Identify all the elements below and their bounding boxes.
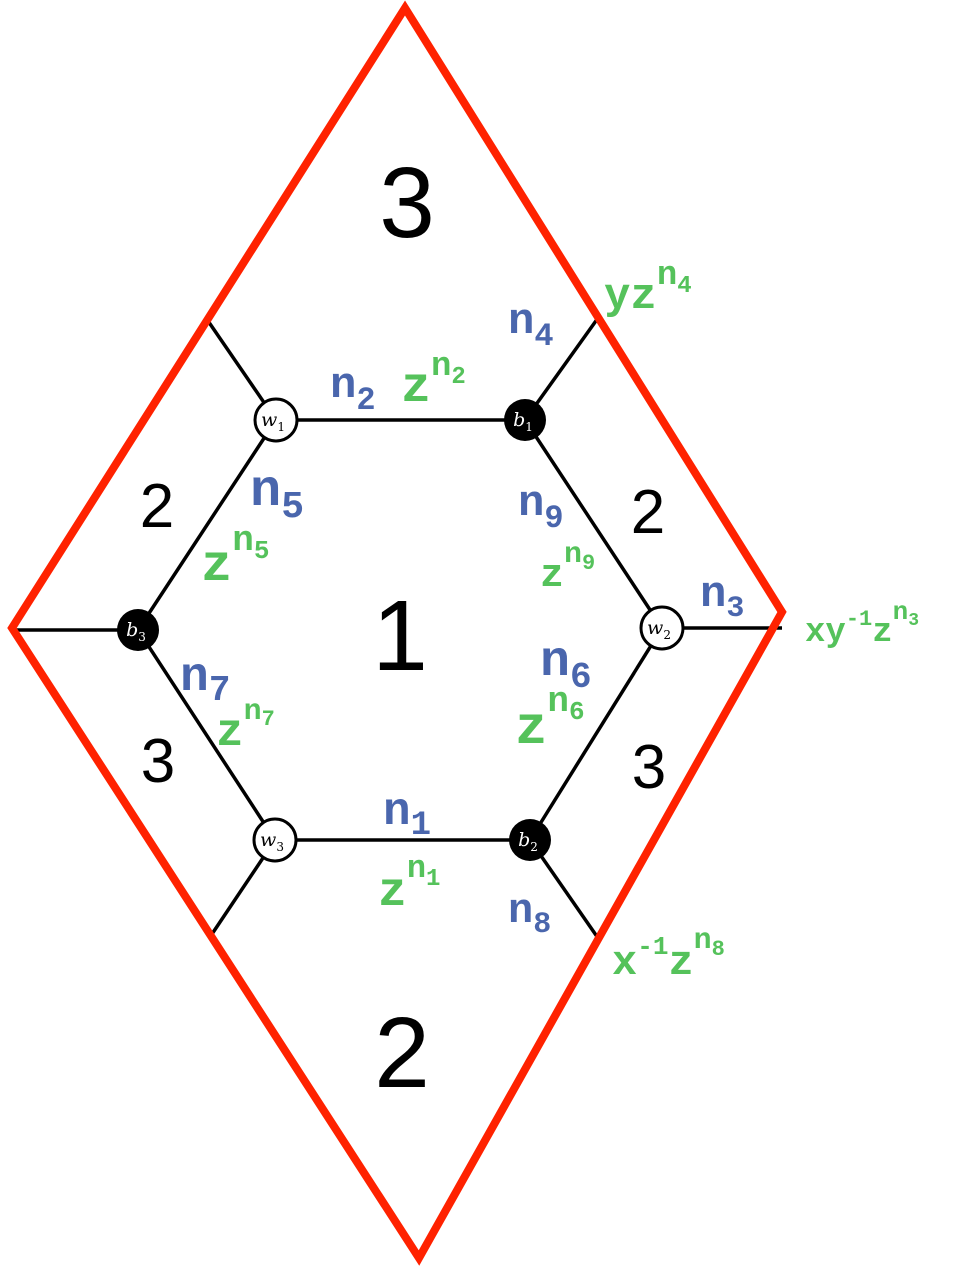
edge-w2-b2 [528,627,664,841]
edge-label-n1: n1 [383,786,431,845]
edge-weight-e7: zn7 [216,695,275,759]
node-w2: w2 [639,605,685,651]
edge-weight-e5: zn5 [201,520,269,596]
face-label-top: 3 [379,147,435,259]
fundamental-domain-boundary [7,0,787,1266]
face-label-center: 1 [372,580,428,692]
black-node-b3 [117,609,159,651]
graph-nodes: w1 b1 b3 w2 w3 b2 [117,397,685,863]
node-w3: w3 [252,817,298,863]
edge-b3-w3 [136,629,277,841]
edge-weight-e9: zn9 [540,538,595,599]
node-label-b2: b2 [518,829,538,854]
edge-label-n9: n9 [518,479,564,537]
edge-label-n4: n4 [508,297,554,355]
black-node-b2 [509,819,551,861]
face-label-right-lower: 3 [632,733,666,802]
edge-label-n6: n6 [540,634,592,698]
black-node-b1 [504,399,546,441]
edge-weight-e8: x-1zn8 [612,924,725,987]
face-labels: 3 1 2 3 2 3 2 [140,147,666,1109]
edge-label-n8: n8 [508,887,551,942]
face-label-right-upper: 2 [631,478,665,547]
edge-weight-e3: xy-1zn3 [805,597,919,652]
face-label-left-lower: 3 [141,727,175,796]
white-node-w3 [252,817,298,863]
node-label-w3: w3 [260,829,284,854]
edge-weights: zn2 yzn4 zn5 zn9 xy-1zn3 zn6 zn7 zn1 x-1… [201,257,919,987]
node-b1: b1 [504,399,546,441]
edge-label-n3: n3 [700,570,744,626]
edge-labels: n2 n4 n5 n9 n3 n6 n7 n1 n8 [180,297,744,942]
node-label-w1: w1 [261,409,285,434]
edge-weight-e4: yzn4 [604,257,692,322]
white-node-w1 [253,397,299,443]
node-b3: b3 [117,609,159,651]
node-label-w2: w2 [647,617,671,642]
edge-w1-b3 [136,419,278,631]
edge-weight-e2: zn2 [401,348,466,417]
node-w1: w1 [253,397,299,443]
face-label-bottom: 2 [374,997,430,1109]
white-node-w2 [639,605,685,651]
edge-weight-e1: zn1 [378,850,440,920]
node-label-b3: b3 [126,619,146,644]
edge-label-n2: n2 [330,361,376,419]
node-b2: b2 [509,819,551,861]
edge-weight-e6: zn6 [515,681,585,760]
edge-b1-w2 [523,419,664,629]
node-label-b1: b1 [513,409,533,434]
face-label-left-upper: 2 [140,472,174,541]
edge-label-n7: n7 [180,651,230,711]
edge-label-n5: n5 [250,462,304,529]
